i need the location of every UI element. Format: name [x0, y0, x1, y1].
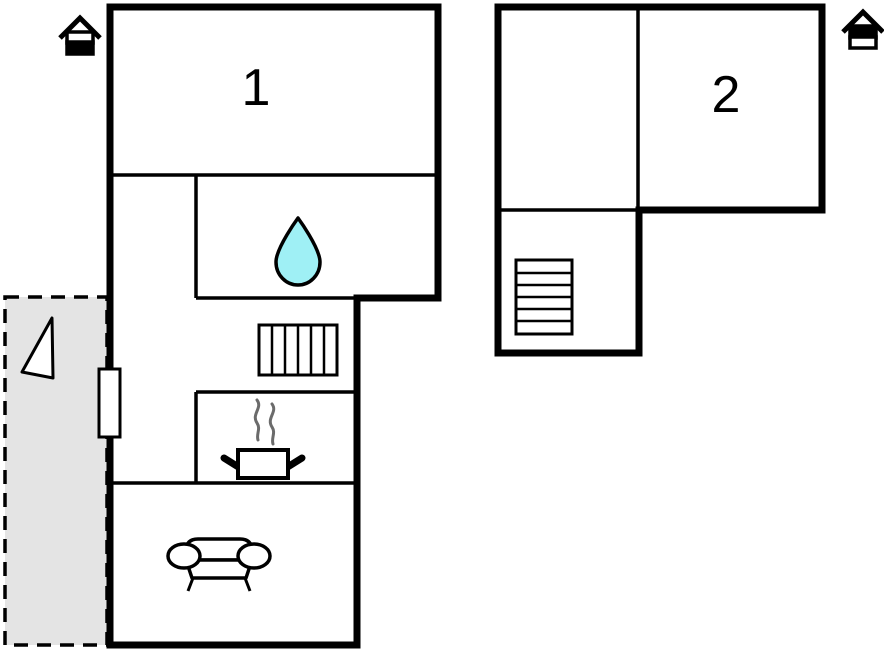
room-number-2: 2 — [712, 66, 741, 124]
parasol-icon — [20, 316, 55, 380]
sofa-arm-right — [236, 542, 272, 570]
terrace-group — [3, 295, 109, 647]
door-icon — [97, 367, 122, 439]
sofa-leg-left — [186, 577, 195, 592]
door-group-1 — [97, 367, 122, 439]
building-2-partitions — [498, 7, 640, 212]
water-drop-icon — [274, 216, 322, 287]
steam-icon — [253, 398, 261, 442]
steam-icon — [268, 402, 276, 446]
house-marker-left-group — [58, 14, 102, 56]
house-icon-right-body-lower — [848, 35, 878, 50]
stove-icon — [236, 448, 290, 480]
stairs-group-2 — [514, 258, 574, 336]
stairs-group-1 — [257, 323, 339, 377]
room-number-1: 1 — [242, 59, 271, 117]
sofa-group — [166, 537, 272, 592]
water-drop-group — [274, 216, 322, 287]
sofa-leg-right — [243, 577, 252, 592]
sofa-arm-left — [166, 542, 202, 570]
house-marker-right-group — [841, 8, 884, 50]
building-1-partitions — [110, 173, 438, 485]
stove-group — [220, 398, 306, 480]
terrace-area — [3, 295, 109, 647]
house-icon-left-body-lower — [65, 40, 95, 56]
